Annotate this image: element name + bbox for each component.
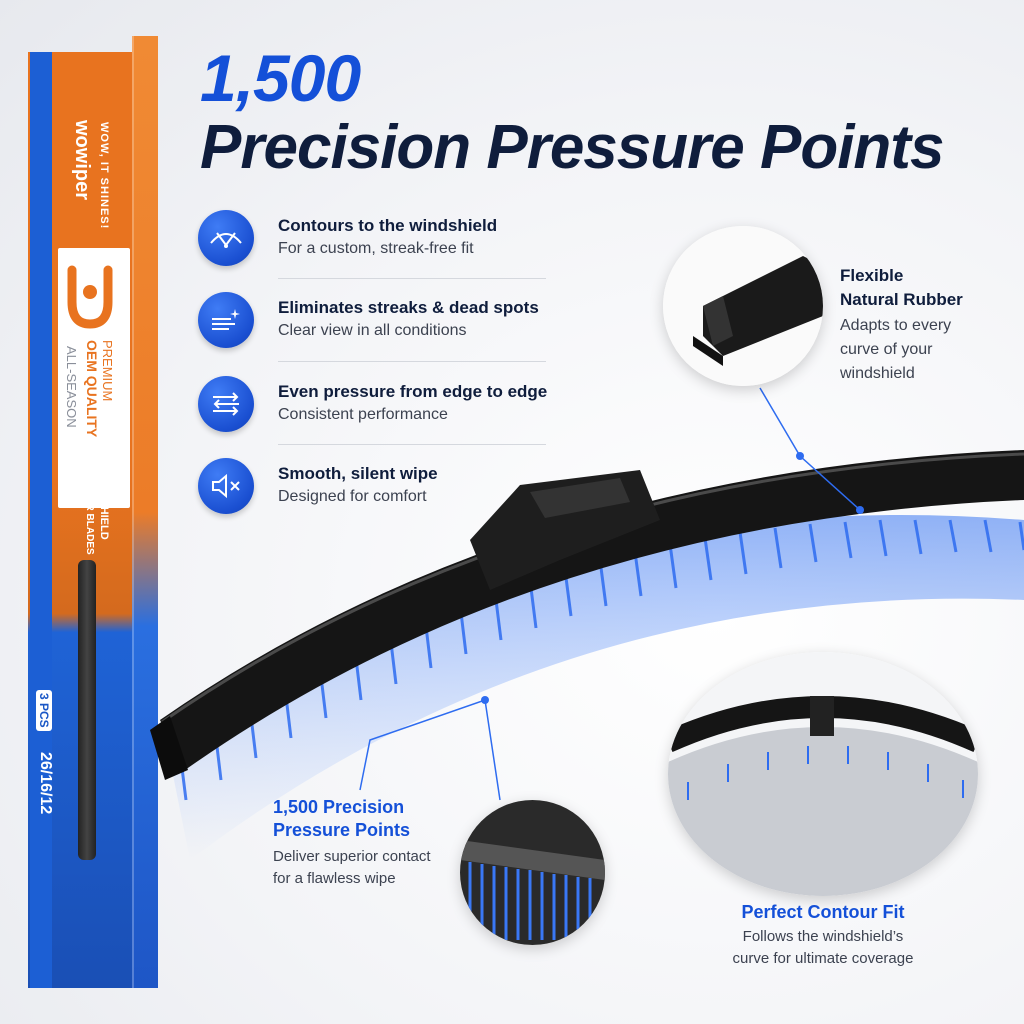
feature-item: Eliminates streaks & dead spots Clear vi… <box>198 288 548 352</box>
feature-item: Smooth, silent wipe Designed for comfort <box>198 454 548 518</box>
feature-title: Eliminates streaks & dead spots <box>278 298 539 317</box>
package-slogan: WOW, IT SHINES! <box>98 122 110 230</box>
feature-title: Smooth, silent wipe <box>278 464 438 483</box>
feature-item: Even pressure from edge to edge Consiste… <box>198 372 548 436</box>
package-brand: wowiper <box>71 120 93 201</box>
package-box-side <box>132 36 158 988</box>
package-quality-line2: PREMIUM <box>100 340 115 402</box>
contour-subtitle: Follows the windshield’s curve for ultim… <box>732 928 914 967</box>
pressure-points-closeup <box>460 800 605 945</box>
windshield-wiper-icon <box>198 210 254 266</box>
divider <box>278 444 546 445</box>
contour-closeup <box>668 652 978 896</box>
pressure-points-subtitle: Deliver superior contact for a flawless … <box>273 848 431 887</box>
rubber-closeup <box>663 226 823 386</box>
package-pieces: 3 PCS <box>36 690 52 731</box>
package-icon-strip <box>30 52 52 988</box>
divider <box>278 278 546 279</box>
feature-item: Contours to the windshield For a custom,… <box>198 206 548 270</box>
feature-title: Even pressure from edge to edge <box>278 382 548 401</box>
package-sizes: 26/16/12 <box>37 752 54 815</box>
package-wiper-blade <box>78 560 96 860</box>
speaker-mute-icon <box>198 458 254 514</box>
package-label-line1: WINDSHIELD <box>98 470 110 540</box>
divider <box>278 361 546 362</box>
package-quality-line1: OEM QUALITY <box>84 340 100 438</box>
sparkle-lines-icon <box>198 292 254 348</box>
package-label-line2: WIPER BLADES <box>84 478 95 555</box>
headline-title: Precision Pressure Points <box>200 113 944 182</box>
brand-logo-icon <box>67 265 113 329</box>
rubber-subtitle: Adapts to every curve of your windshield <box>840 317 952 382</box>
headline-number: 1,500 <box>200 41 361 115</box>
feature-subtitle: Clear view in all conditions <box>278 322 467 339</box>
rubber-title: Flexible Natural Rubber <box>840 266 963 309</box>
feature-subtitle: Consistent performance <box>278 406 448 423</box>
feature-subtitle: For a custom, streak-free fit <box>278 240 474 257</box>
contour-title: Perfect Contour Fit <box>741 902 905 922</box>
pressure-points-title: 1,500 Precision Pressure Points <box>273 797 411 840</box>
arrows-icon <box>198 376 254 432</box>
package-quality-line3: ALL-SEASON <box>64 346 79 428</box>
feature-subtitle: Designed for comfort <box>278 488 427 505</box>
feature-title: Contours to the windshield <box>278 216 498 235</box>
